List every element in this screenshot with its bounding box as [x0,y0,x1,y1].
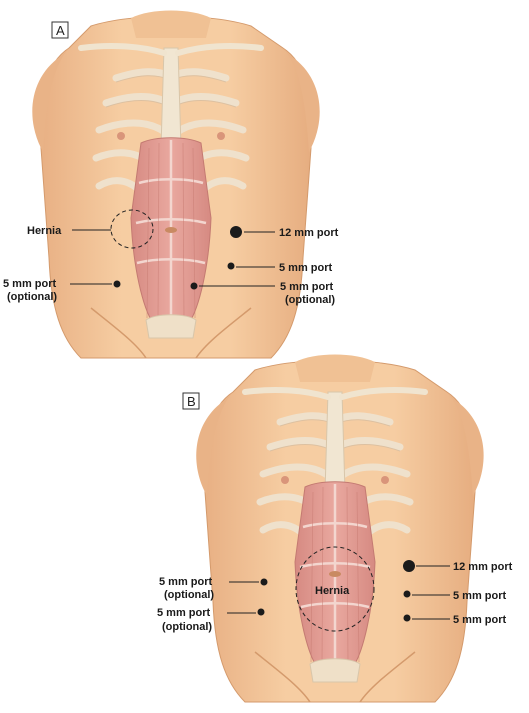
port-b-5mm-optional-lower-label-line1: 5 mm port [157,607,211,619]
port-a-5mm-optional-right-label-line2: (optional) [285,294,335,306]
port-b-5mm-upper-label: 5 mm port [453,590,507,602]
port-b-5mm-upper-marker [403,590,411,598]
port-b-5mm-optional-upper-label-line2: (optional) [164,589,214,601]
hernia-b-circle [295,546,375,632]
port-a-5mm-marker [227,262,235,270]
port-b-5mm-lower-label: 5 mm port [453,614,507,626]
port-b-5mm-optional-upper-label-line1: 5 mm port [159,576,213,588]
port-a-5mm-optional-left-marker [113,280,121,288]
panel-b: B Hernia 12 mm port 5 mm port 5 mm port … [157,355,513,703]
torso-a-illustration [32,11,319,359]
port-b-12mm-marker [403,560,415,572]
port-a-5mm-label: 5 mm port [279,262,333,274]
panel-a-letter: A [56,23,65,38]
panel-a-letter-box [51,21,69,39]
port-b-5mm-optional-lower-marker [257,608,265,616]
port-a-5mm-optional-left-label-line2: (optional) [7,291,57,303]
port-b-5mm-optional-lower-label-line2: (optional) [162,621,212,633]
port-a-5mm-optional-right-marker [190,282,198,290]
port-b-5mm-lower-marker [403,614,411,622]
port-a-5mm-optional-right-label-line1: 5 mm port [280,281,334,293]
hernia-a-label: Hernia [27,225,62,237]
hernia-b-label: Hernia [315,585,350,597]
panel-b-letter-box [182,392,200,410]
port-b-12mm-label: 12 mm port [453,561,513,573]
hernia-a-circle [110,209,154,249]
port-a-5mm-optional-left-label-line1: 5 mm port [3,278,57,290]
port-a-12mm-marker [230,226,242,238]
port-b-5mm-optional-upper-marker [260,578,268,586]
panel-b-letter: B [187,394,196,409]
torso-b-illustration [196,355,483,703]
panel-a: A Hernia 12 mm port 5 mm port 5 mm port … [3,11,339,359]
port-a-12mm-label: 12 mm port [279,227,339,239]
